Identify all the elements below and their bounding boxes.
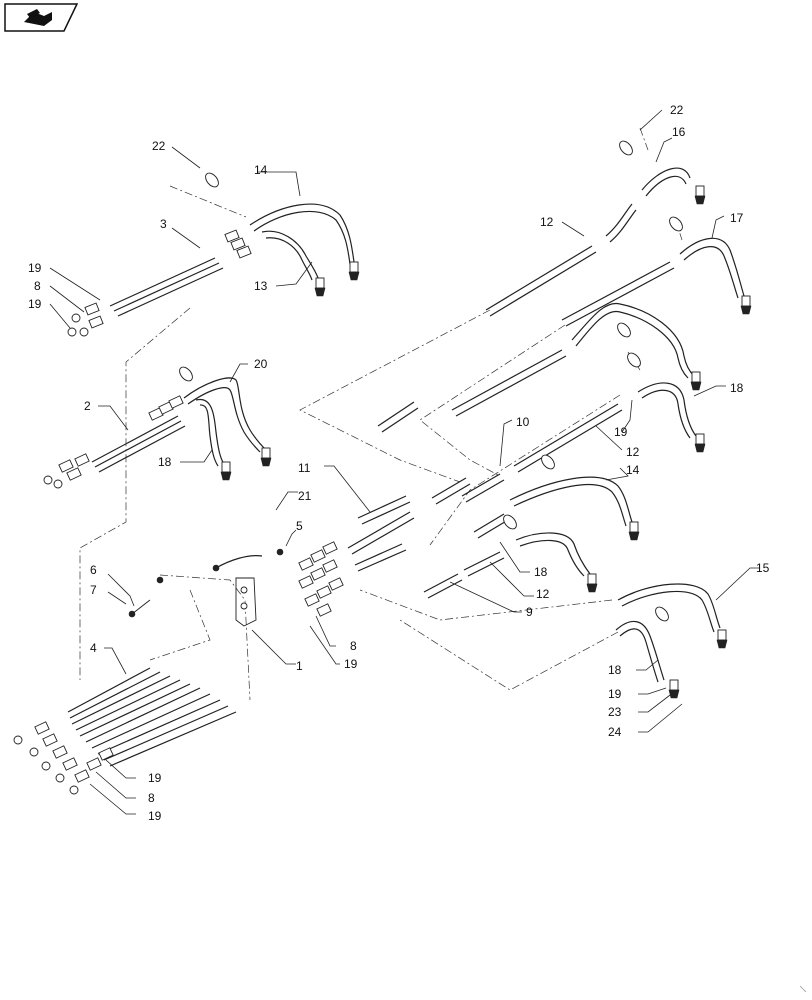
callout-12: 12 — [540, 215, 554, 229]
callout-12: 12 — [626, 445, 640, 459]
hose-mid-right — [377, 302, 702, 433]
hose-10-11 — [357, 473, 505, 525]
callout-19: 19 — [608, 687, 622, 701]
nav-button[interactable] — [4, 3, 79, 32]
callout-7: 7 — [90, 583, 97, 597]
callout-16: 16 — [672, 125, 686, 139]
callout-22: 22 — [670, 103, 684, 117]
callout-9: 9 — [526, 605, 533, 619]
leader-lines — [49, 109, 760, 815]
callout-23: 23 — [608, 705, 622, 719]
callout-13: 13 — [254, 279, 268, 293]
callout-18: 18 — [158, 455, 172, 469]
callout-5: 5 — [296, 519, 303, 533]
end-fitting-14 — [348, 261, 360, 281]
hose-17 — [561, 216, 752, 327]
corner-mark — [799, 985, 807, 993]
clamp-22-right — [619, 140, 633, 156]
callout-6: 6 — [90, 563, 97, 577]
end-fitting-13 — [314, 277, 326, 297]
callout-17: 17 — [730, 211, 744, 225]
callout-11: 11 — [298, 461, 311, 475]
central-fittings — [298, 511, 415, 617]
hose-group-2 — [43, 366, 272, 489]
callout-8: 8 — [350, 639, 357, 653]
book-arrow-icon — [24, 9, 52, 26]
clamp-mid — [179, 366, 193, 382]
callout-22: 22 — [152, 139, 166, 153]
fitting-cluster-4 — [13, 721, 114, 795]
callout-3: 3 — [160, 217, 167, 231]
fitting-cluster-right-2 — [148, 395, 184, 421]
callout-12: 12 — [536, 587, 550, 601]
callout-21: 21 — [298, 489, 312, 503]
callout-24: 24 — [608, 725, 622, 739]
callout-labels: 22 14 3 19 8 19 13 22 16 12 17 20 2 18 1… — [28, 103, 770, 823]
hose-group-3 — [67, 172, 360, 337]
callout-14: 14 — [254, 163, 268, 177]
callout-19: 19 — [148, 809, 162, 823]
fitting-cluster-left-3 — [67, 302, 104, 337]
bracket-1 — [128, 548, 284, 627]
hose-18-right — [513, 352, 706, 473]
callout-8: 8 — [34, 279, 41, 293]
end-fitting-20 — [260, 447, 272, 467]
centerline-routing — [79, 127, 683, 701]
end-fitting-18-mid — [220, 461, 232, 481]
callout-18: 18 — [534, 565, 548, 579]
callout-18: 18 — [608, 663, 622, 677]
fitting-cluster-left-2 — [43, 453, 90, 489]
callout-14: 14 — [626, 463, 640, 477]
fitting-cluster-right-3 — [224, 229, 252, 259]
callout-19: 19 — [614, 425, 628, 439]
callout-19: 19 — [28, 297, 42, 311]
callout-4: 4 — [90, 641, 97, 655]
hose-18-lower — [423, 532, 598, 599]
part-7 — [128, 610, 136, 618]
hose-12-upper — [485, 140, 706, 317]
hose-18-bottom-right — [615, 620, 680, 699]
hose-14-right — [473, 454, 640, 541]
part-6 — [156, 576, 164, 584]
callout-19: 19 — [344, 657, 358, 671]
callout-1: 1 — [296, 659, 303, 673]
callout-8: 8 — [148, 791, 155, 805]
callout-19: 19 — [28, 261, 42, 275]
callout-2: 2 — [84, 399, 91, 413]
callout-10: 10 — [516, 415, 530, 429]
callout-15: 15 — [756, 561, 770, 575]
callout-18: 18 — [730, 381, 744, 395]
hose-group-4 — [13, 667, 237, 795]
callout-19: 19 — [148, 771, 162, 785]
clamp-22-left — [205, 172, 219, 188]
part-5 — [276, 548, 284, 556]
hose-15 — [617, 583, 728, 649]
callout-20: 20 — [254, 357, 268, 371]
